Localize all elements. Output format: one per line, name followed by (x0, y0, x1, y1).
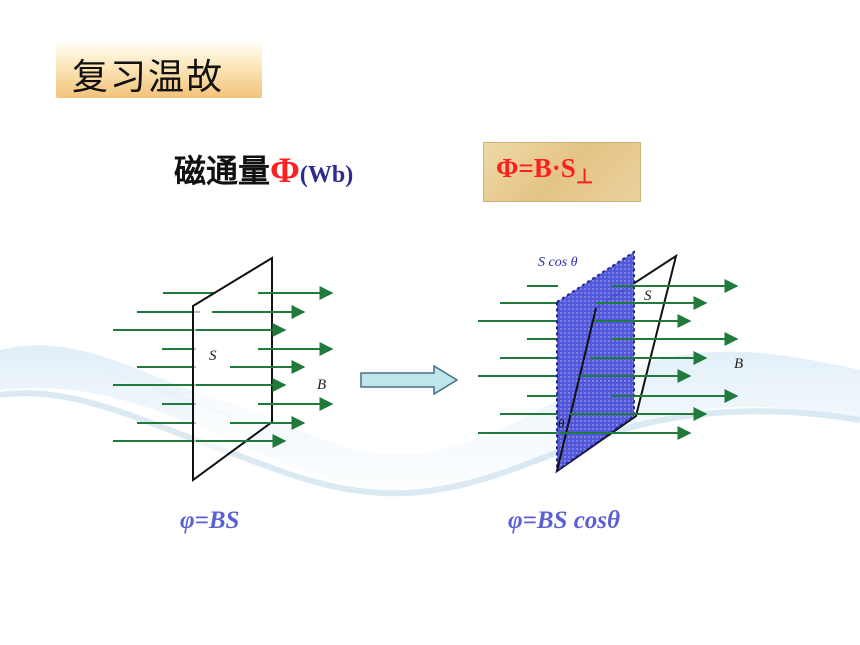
left-flux-diagram: S B (113, 256, 334, 482)
left-field-label: B (317, 377, 326, 393)
right-equation: φ=BS cosθ (508, 507, 620, 534)
right-surface-label: S (644, 288, 652, 304)
formula-text: Φ=B·S⊥ (496, 153, 593, 189)
projection-label: S cos θ (538, 255, 578, 270)
left-equation: φ=BS (180, 507, 240, 534)
right-field-arrows-front (560, 279, 739, 440)
water-splash-background (0, 345, 860, 497)
formula-main: Φ=B·S (496, 153, 576, 183)
page-title: 复习温故 (72, 57, 225, 98)
transition-arrow (360, 364, 459, 396)
flux-unit: (Wb) (299, 162, 354, 188)
left-field-arrows-behind (113, 292, 214, 442)
flux-symbol: Φ (270, 150, 300, 190)
formula-box: Φ=B·S⊥ (483, 142, 641, 202)
left-field-arrows-front (196, 286, 334, 448)
right-field-arrows-behind (478, 285, 558, 434)
projected-area-plane (556, 250, 635, 473)
flux-heading: 磁通量Φ(Wb) (174, 146, 353, 192)
title-banner: 复习温故 (56, 42, 262, 98)
left-surface-label: S (209, 348, 217, 364)
flux-label-text: 磁通量 (174, 152, 271, 190)
formula-perp-subscript: ⊥ (575, 166, 594, 188)
angle-label: θ (558, 416, 565, 431)
right-flux-diagram: S cos θ S B θ (478, 250, 743, 474)
surface-edge-overlay (556, 307, 597, 472)
right-field-label: B (734, 356, 743, 372)
